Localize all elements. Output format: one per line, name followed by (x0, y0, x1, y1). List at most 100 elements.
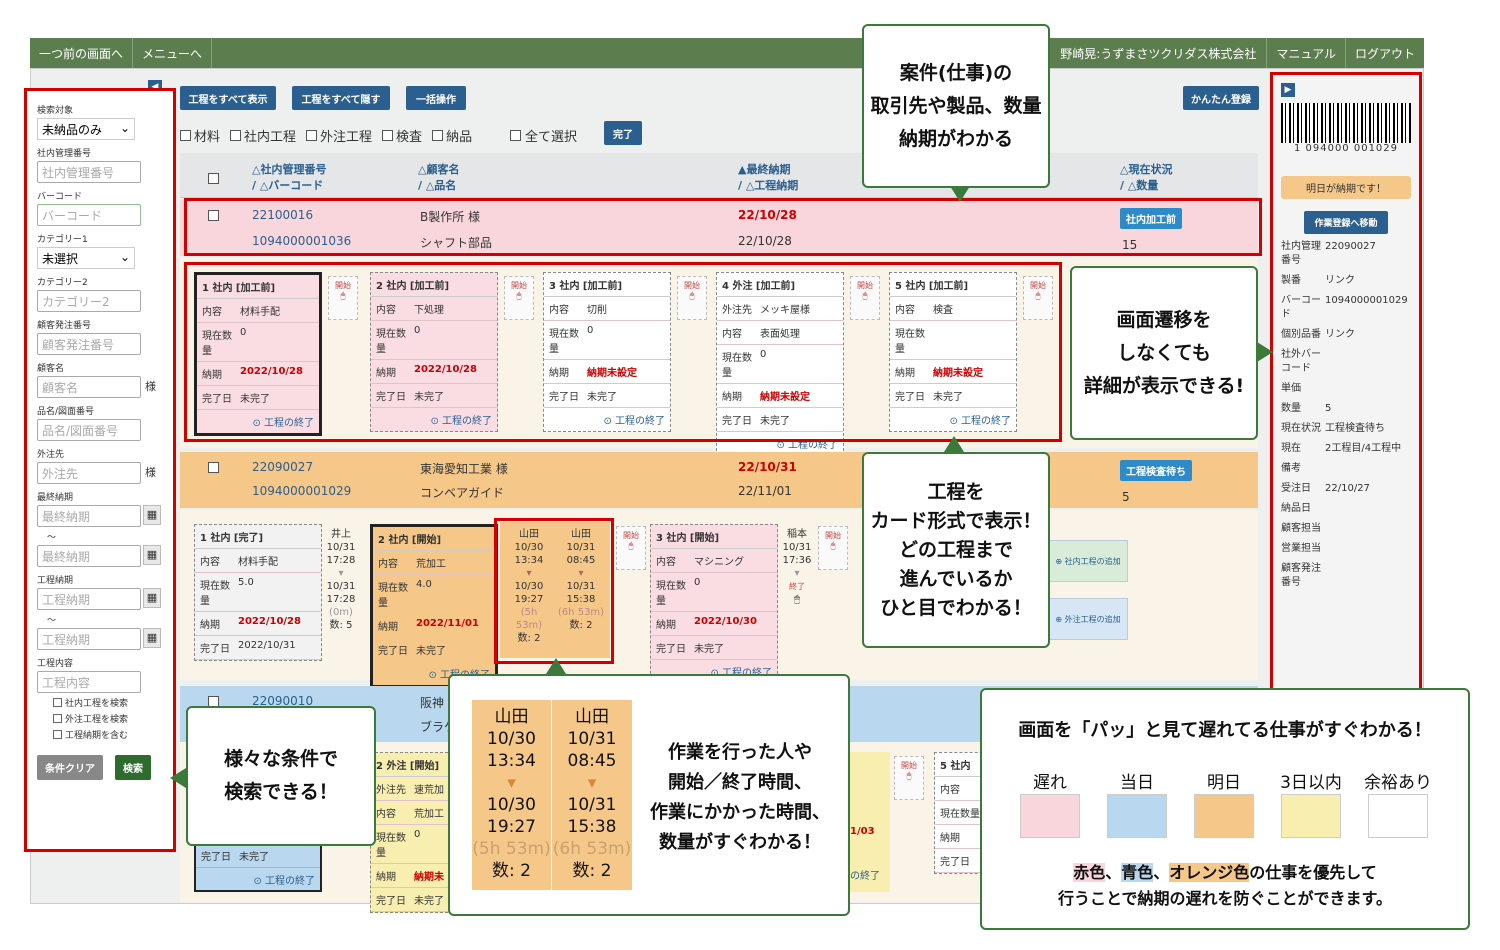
job-row-2[interactable]: 22090027 1094000001029 東海愛知工業 様 コンベアガイド … (180, 452, 1258, 508)
cb-pdue[interactable]: 工程納期を含む (53, 728, 163, 741)
sort-status[interactable]: △現在状況/ △数量 (1120, 163, 1173, 192)
select-all[interactable]: 全て選択 (510, 126, 577, 145)
job-id[interactable]: 22090027 (252, 460, 314, 474)
legend-label: 明日 (1207, 773, 1241, 793)
legend-note-1: 赤色、青色、オレンジ色の仕事を優先して (1073, 863, 1377, 882)
sama-label: 様 (145, 466, 156, 479)
detail-item: 個別品番リンク (1281, 329, 1355, 340)
header-checkbox[interactable] (208, 173, 219, 184)
finish-process-link[interactable]: ⊙ 工程の終了 (651, 660, 777, 683)
hide-all-button[interactable]: 工程をすべて隠す (292, 86, 390, 110)
finish-process-link[interactable]: ⊙ 工程の終了 (949, 416, 1011, 427)
finish-process-link[interactable]: ⊙ 工程の終了 (253, 876, 315, 887)
list-header: △社内管理番号/ △バーコード △顧客名/ △品名 ▲最終納期/ △工程納期 △… (180, 153, 1258, 198)
job-barcode[interactable]: 1094000001029 (252, 484, 352, 498)
calendar-icon[interactable]: ▦ (143, 545, 161, 565)
cust-input[interactable]: 顧客名 (37, 376, 141, 398)
menu-button[interactable]: メニューへ (133, 38, 213, 68)
job-qty: 5 (1122, 490, 1130, 504)
sort-cust[interactable]: △顧客名/ △品名 (418, 163, 460, 192)
barcode-image (1281, 103, 1411, 143)
calendar-icon[interactable]: ▦ (143, 505, 161, 525)
tilde: 〜 (47, 533, 57, 543)
start-button[interactable]: 開始🖱 (616, 526, 646, 570)
start-button[interactable]: 開始🖱 (894, 756, 924, 800)
done-button[interactable]: 完了 (604, 121, 642, 145)
expand-icon[interactable]: ▶ (1281, 83, 1295, 97)
filter-2[interactable]: 外注工程 (306, 126, 372, 145)
clear-button[interactable]: 条件クリア (37, 755, 103, 780)
calendar-icon[interactable]: ▦ (143, 628, 161, 648)
pdue-from-input[interactable]: 工程納期 (37, 588, 141, 610)
row-checkbox[interactable] (208, 462, 219, 473)
job-id[interactable]: 22100016 (252, 208, 314, 222)
bulk-button[interactable]: 一括操作 (406, 86, 466, 110)
logout-button[interactable]: ログアウト (1354, 46, 1415, 61)
start-button[interactable]: 開始🖱 (818, 526, 848, 570)
search-button[interactable]: 検索 (115, 755, 151, 780)
label-cat2: カテゴリー2 (37, 278, 88, 288)
sama-label: 様 (145, 380, 156, 393)
sort-mgmt[interactable]: △社内管理番号/ △バーコード (252, 163, 327, 192)
label-cat1: カテゴリー1 (37, 235, 88, 245)
show-all-button[interactable]: 工程をすべて表示 (180, 86, 276, 110)
finish-process-link[interactable]: ⊙ 工程の終了 (430, 416, 492, 427)
filter-4[interactable]: 納品 (432, 126, 472, 145)
due-from-input[interactable]: 最終納期 (37, 505, 141, 527)
barcode-input[interactable]: バーコード (37, 204, 141, 226)
cb-internal[interactable]: 社内工程を検索 (53, 696, 163, 709)
job-barcode[interactable]: 1094000001036 (252, 234, 352, 248)
finish-process-link[interactable]: ⊙ 工程の終了 (603, 416, 665, 427)
tilde: 〜 (47, 616, 57, 626)
start-button[interactable]: 開始🖱 (328, 276, 358, 320)
finish-process-link[interactable]: ⊙ 工程の終了 (252, 418, 314, 429)
manual-button[interactable]: マニュアル (1267, 38, 1346, 68)
pdue-to-input[interactable]: 工程納期 (37, 628, 141, 650)
job-row-1[interactable]: 22100016 1094000001036 B製作所 様 シャフト部品 22/… (180, 200, 1258, 256)
filter-0[interactable]: 材料 (180, 126, 220, 145)
mgmt-input[interactable]: 社内管理番号 (37, 161, 141, 183)
sort-due[interactable]: ▲最終納期/ △工程納期 (738, 163, 799, 192)
start-button[interactable]: 開始🖱 (504, 276, 534, 320)
barcode-number: 1 094000 001029 (1293, 143, 1399, 154)
start-button[interactable]: 開始🖱 (677, 276, 707, 320)
target-select[interactable]: 未納品のみ ⌄ (37, 118, 135, 140)
row-checkbox[interactable] (208, 210, 219, 221)
process-card[interactable]: 5 社内 [加工前]内容検査現在数量納期納期未設定完了日未完了⊙ 工程の終了 (889, 272, 1017, 432)
easy-register-button[interactable]: かんたん登録 (1183, 86, 1259, 110)
job-id[interactable]: 22090010 (252, 694, 314, 708)
job-prod: コンベアガイド (420, 486, 505, 500)
add-internal-button[interactable]: ⊕ 社内工程の追加 (1048, 540, 1128, 582)
out-input[interactable]: 外注先 (37, 462, 141, 484)
prod-input[interactable]: 品名/図面番号 (37, 419, 141, 441)
cat1-select[interactable]: 未選択 ⌄ (37, 247, 135, 269)
job-prod: ブラケ (420, 720, 457, 734)
label-out: 外注先 (37, 450, 65, 460)
mouse-icon: 🖱 (340, 291, 346, 300)
start-button[interactable]: 開始🖱 (850, 276, 880, 320)
cb-outsource[interactable]: 外注工程を検索 (53, 712, 163, 725)
label-pdue: 工程納期 (37, 576, 74, 586)
start-button[interactable]: 開始🖱 (1023, 276, 1053, 320)
filter-1[interactable]: 社内工程 (230, 126, 296, 145)
finish-process-link[interactable]: ⊙ 工程の終了 (776, 440, 838, 451)
calendar-icon[interactable]: ▦ (143, 588, 161, 608)
filter-3[interactable]: 検査 (382, 126, 422, 145)
highlight-cards (184, 262, 1062, 442)
cat2-input[interactable]: カテゴリー2 (37, 290, 141, 312)
pcont-input[interactable]: 工程内容 (37, 671, 141, 693)
order-input[interactable]: 顧客発注番号 (37, 333, 141, 355)
add-outsource-button[interactable]: ⊕ 外注工程の追加 (1048, 598, 1128, 640)
back-button[interactable]: 一つ前の画面へ (30, 38, 134, 68)
due-to-input[interactable]: 最終納期 (37, 545, 141, 567)
work-register-button[interactable]: 作業登録へ移動 (1304, 211, 1388, 234)
